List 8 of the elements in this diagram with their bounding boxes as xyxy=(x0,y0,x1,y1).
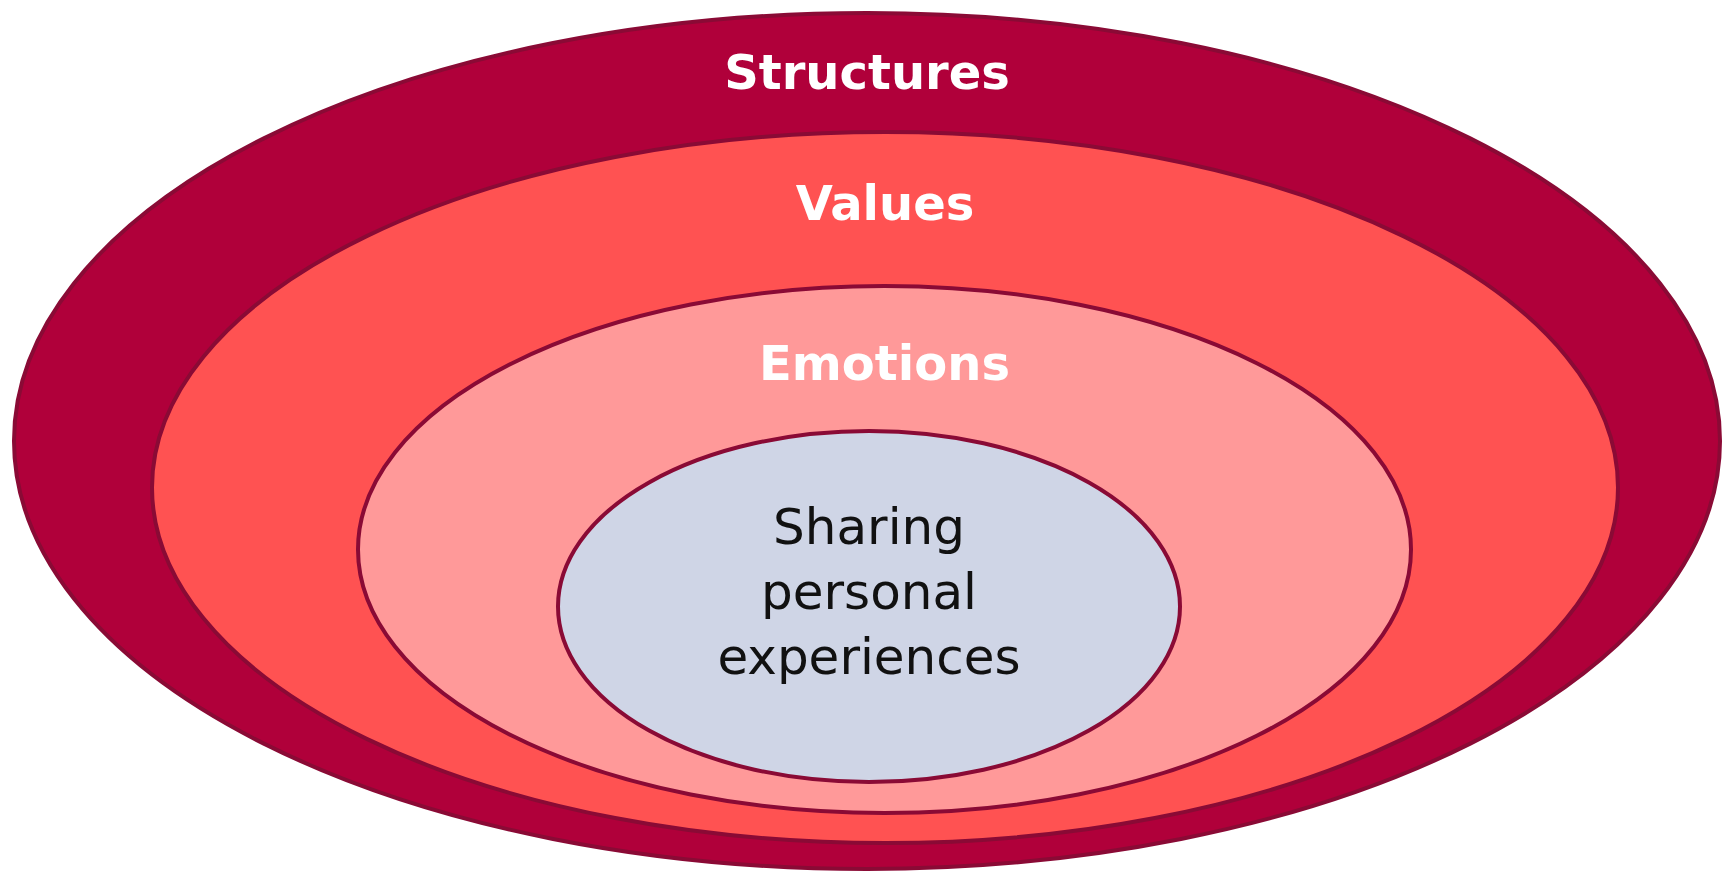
ellipse-layer xyxy=(12,11,1722,871)
layer-label: Values xyxy=(795,174,975,233)
layer-label: Emotions xyxy=(759,334,1010,393)
ellipse-layer xyxy=(356,284,1413,815)
ellipse-layer xyxy=(556,429,1182,784)
layer-label: Sharing personal experiences xyxy=(716,497,1022,688)
ellipse-layer xyxy=(150,130,1620,845)
layer-label: Structures xyxy=(724,43,1010,102)
